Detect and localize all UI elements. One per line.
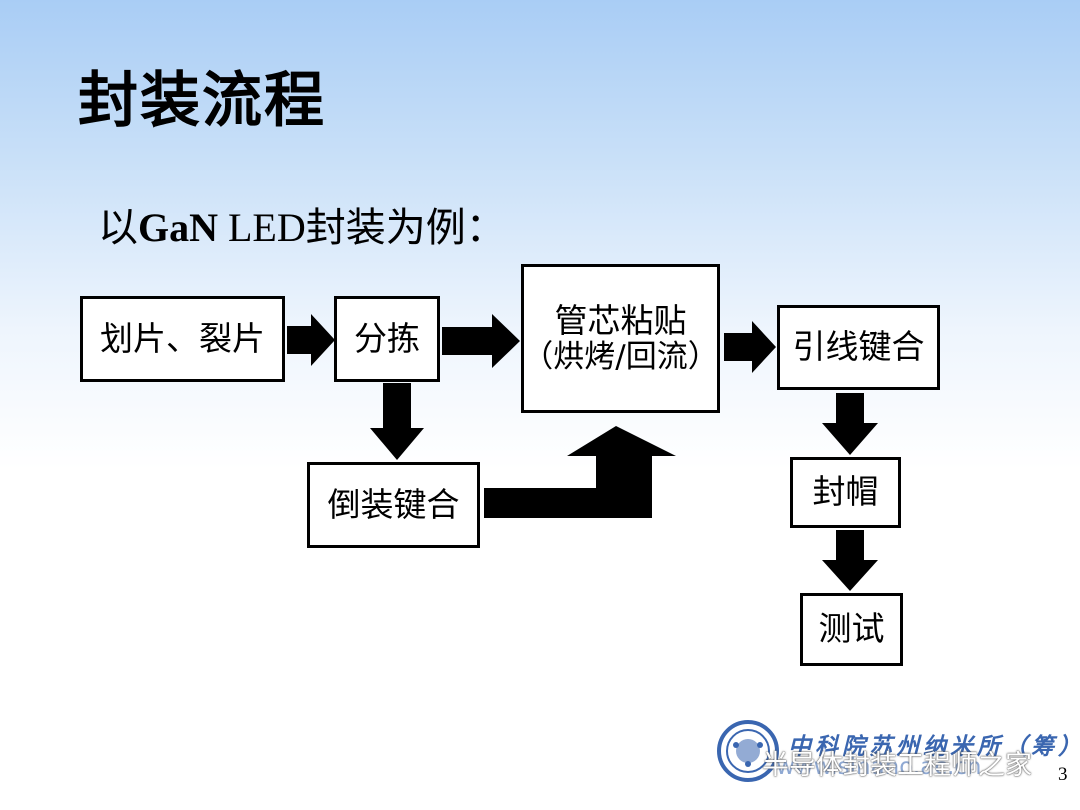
arrow-capping-to-testing <box>822 530 878 591</box>
footer-org-name: 中科院苏州纳米所（筹） <box>788 733 1080 760</box>
step-wire-bonding-label: 引线键合 <box>792 327 925 367</box>
subtitle-bold: GaN <box>138 205 218 250</box>
step-sorting: 分拣 <box>334 296 440 382</box>
step-die-attach-note: （烘烤/回流） <box>522 338 719 375</box>
arrow-dicing-to-sorting <box>287 314 335 366</box>
arrow-sorting-to-flip-chip <box>370 383 424 460</box>
step-dicing-label: 划片、裂片 <box>100 318 265 358</box>
institute-logo-icon <box>717 720 779 782</box>
step-sorting-label: 分拣 <box>354 318 420 358</box>
step-capping: 封帽 <box>790 457 901 528</box>
step-die-attach-label: 管芯粘贴 <box>554 300 687 340</box>
step-dicing: 划片、裂片 <box>80 296 285 382</box>
step-flip-chip-label: 倒装键合 <box>327 484 460 524</box>
step-testing: 测试 <box>800 593 903 666</box>
page-number: 3 <box>1058 764 1068 785</box>
subtitle-prefix: 以 <box>98 205 138 250</box>
step-testing-label: 测试 <box>818 609 885 649</box>
arrow-wire-bonding-to-capping <box>822 393 878 455</box>
subtitle-rest: LED封装为例： <box>218 205 506 250</box>
step-die-attach: 管芯粘贴 （烘烤/回流） <box>521 264 720 413</box>
watermark-text: 半导体封装工程师之家 <box>762 750 1032 781</box>
slide-subtitle: 以GaN LED封装为例： <box>98 195 506 253</box>
arrow-flip-chip-to-die-attach <box>484 426 676 518</box>
step-capping-label: 封帽 <box>812 472 879 512</box>
arrow-die-attach-to-wire-bonding <box>724 321 776 373</box>
step-flip-chip: 倒装键合 <box>307 462 480 548</box>
footer-url: www.sinano.ac.cn <box>776 754 982 780</box>
slide-title: 封装流程 <box>78 66 326 136</box>
step-wire-bonding: 引线键合 <box>777 305 940 390</box>
arrow-sorting-to-die-attach <box>442 314 520 368</box>
